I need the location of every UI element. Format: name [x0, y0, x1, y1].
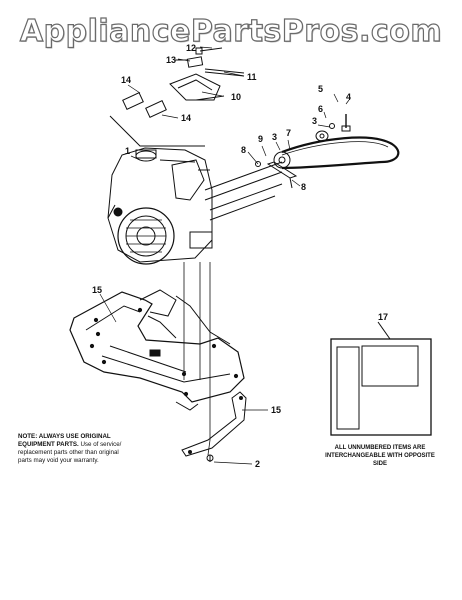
spacer-14-part	[109, 92, 205, 147]
callout-14b: 14	[181, 113, 192, 123]
watermark-logo: AppliancePartsPros.com	[19, 13, 443, 49]
callout-8a: 8	[241, 145, 247, 155]
brace-16-part	[181, 391, 247, 462]
bracket-10-part	[169, 73, 225, 101]
callout-14a: 14	[121, 75, 132, 85]
callout-11: 11	[247, 72, 257, 82]
callout-5: 5	[318, 84, 324, 94]
note-lead: NOTE: ALWAYS USE ORIGINAL EQUIPMENT PART…	[18, 433, 111, 448]
callout-13: 13	[166, 55, 177, 65]
callout-2: 2	[255, 459, 261, 469]
frame-15-part	[69, 289, 245, 411]
callout-7: 7	[286, 128, 292, 138]
bolt-12-part	[195, 47, 223, 55]
callout-15b: 15	[271, 405, 282, 415]
callout-15a: 15	[92, 285, 103, 295]
callout-6: 6	[318, 104, 324, 114]
pin-13-part	[175, 56, 204, 68]
callout-17: 17	[378, 312, 389, 322]
belt-drive-part	[255, 114, 400, 189]
callout-4: 4	[346, 92, 352, 102]
leader-lines	[99, 46, 350, 465]
drive-shaft-part	[204, 161, 283, 221]
guide-lines	[183, 262, 211, 456]
callout-9: 9	[258, 134, 264, 144]
callout-12: 12	[186, 43, 197, 53]
callout-10: 10	[231, 92, 242, 102]
callout-3a: 3	[312, 116, 318, 126]
parts-warning-note: NOTE: ALWAYS USE ORIGINAL EQUIPMENT PART…	[18, 433, 130, 465]
callout-1: 1	[125, 146, 131, 156]
callout-3b: 3	[272, 132, 278, 142]
interchangeable-note: ALL UNNUMBERED ITEMS ARE INTERCHANGEABLE…	[325, 445, 435, 467]
decal-inset-17	[330, 321, 432, 436]
callout-8b: 8	[301, 182, 307, 192]
rod-11-part	[204, 68, 245, 77]
engine-part	[107, 147, 213, 265]
note-body: Use of service/ replacement parts other …	[18, 441, 122, 464]
